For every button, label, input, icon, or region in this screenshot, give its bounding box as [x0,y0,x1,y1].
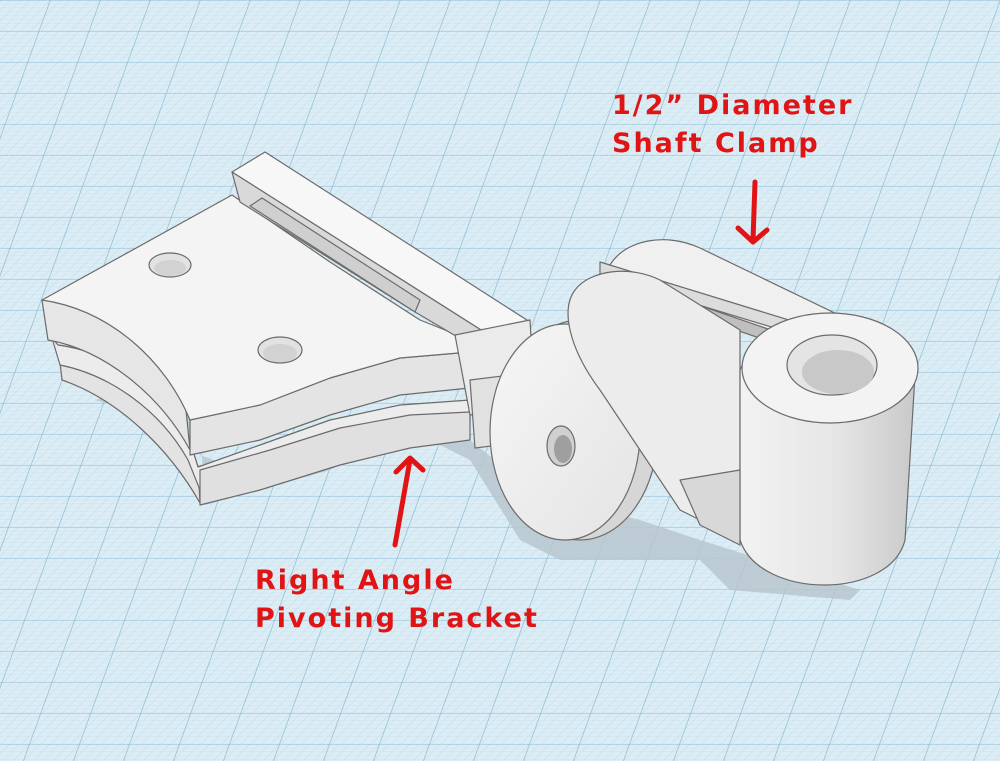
rib-groove [249,197,421,313]
part-shadow [95,396,860,600]
mount-hole-1-inner [154,260,186,276]
lower-plate-front [199,411,471,506]
clamp-front-block [679,469,741,546]
mount-hole-2-inner [263,344,297,362]
shaft-clamp-label-line2: Shaft Clamp [612,128,820,159]
pivot-hole-inner [554,435,572,463]
up-arrow-icon [392,455,426,548]
annotation-arrows [392,179,770,548]
clamp-bore-inner [802,350,874,394]
pivot-bracket-part [41,151,659,541]
pivot-bracket-label-line2: Pivoting Bracket [255,603,539,634]
shaft-clamp-label-line1: 1/2” Diameter [612,90,854,121]
shaft-clamp-label: 1/2” Diameter Shaft Clamp [612,87,853,163]
shaft-clamp-part [567,239,919,586]
pivot-bracket-label-line1: Right Angle [255,565,455,596]
pivot-bracket-label: Right Angle Pivoting Bracket [255,562,539,638]
down-arrow-icon [735,179,770,245]
